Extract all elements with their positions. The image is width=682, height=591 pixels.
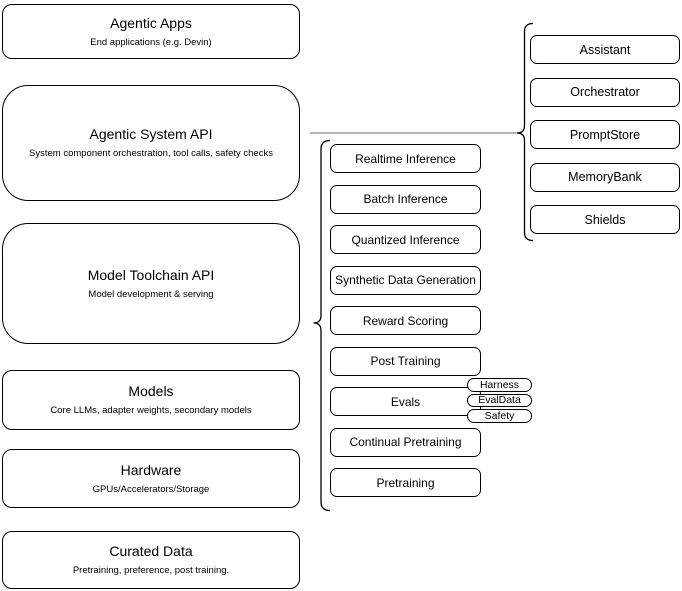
node-synthetic-data-generation: Synthetic Data Generation (330, 265, 481, 295)
node-shields: Shields (530, 205, 680, 234)
node-hardware: Hardware GPUs/Accelerators/Storage (2, 449, 300, 508)
toolchain-group: Realtime Inference Batch Inference Quant… (330, 144, 481, 497)
node-agentic-system-api: Agentic System API System component orch… (2, 85, 300, 201)
node-curated-data: Curated Data Pretraining, preference, po… (2, 531, 300, 589)
node-continual-pretraining: Continual Pretraining (330, 427, 481, 457)
tag-evaldata: EvalData (467, 393, 532, 407)
node-title: Curated Data (109, 543, 193, 559)
toolchain-brace (313, 139, 331, 512)
node-quantized-inference: Quantized Inference (330, 225, 481, 254)
node-subtitle: Core LLMs, adapter weights, secondary mo… (50, 405, 252, 416)
tag-safety: Safety (467, 409, 532, 423)
node-title: Model Toolchain API (87, 266, 215, 283)
node-pretraining: Pretraining (330, 468, 481, 497)
evals-tags-group: Harness EvalData Safety (467, 378, 532, 423)
node-promptstore: PromptStore (530, 120, 680, 149)
node-title: Agentic Apps (110, 14, 192, 31)
node-subtitle: GPUs/Accelerators/Storage (92, 483, 210, 495)
node-subtitle: Model development & serving (88, 288, 214, 300)
node-realtime-inference: Realtime Inference (330, 144, 481, 173)
node-post-training: Post Training (330, 346, 481, 376)
node-title: Models (128, 383, 174, 399)
node-reward-scoring: Reward Scoring (330, 306, 481, 335)
system-components-group: Assistant Orchestrator PromptStore Memor… (530, 35, 680, 234)
node-orchestrator: Orchestrator (530, 77, 680, 107)
node-agentic-apps: Agentic Apps End applications (e.g. Devi… (2, 4, 300, 59)
node-batch-inference: Batch Inference (330, 184, 481, 214)
node-evals: Evals (330, 387, 481, 416)
node-title: Agentic System API (89, 126, 213, 142)
node-subtitle: Pretraining, preference, post training. (72, 565, 230, 576)
tag-harness: Harness (467, 378, 532, 392)
node-subtitle: End applications (e.g. Devin) (90, 36, 212, 48)
node-memorybank: MemoryBank (530, 162, 680, 192)
node-subtitle: System component orchestration, tool cal… (29, 148, 273, 159)
node-models: Models Core LLMs, adapter weights, secon… (2, 370, 300, 430)
node-title: Hardware (120, 461, 182, 478)
node-assistant: Assistant (530, 35, 680, 64)
node-model-toolchain-api: Model Toolchain API Model development & … (2, 223, 300, 344)
